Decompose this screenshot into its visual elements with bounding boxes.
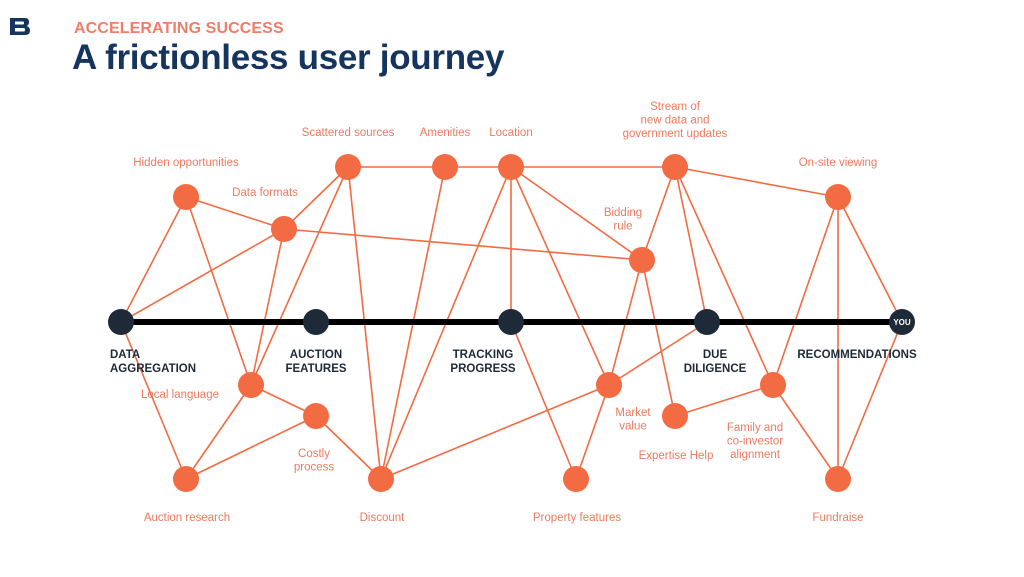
node-label-auction-research: Auction research: [144, 512, 230, 524]
stage-label-data-aggregation: DATA: [110, 349, 140, 361]
edge-location-to-market-value: [510, 166, 610, 386]
node-costly-process[interactable]: [303, 403, 329, 429]
node-label-data-formats: Data formats: [232, 187, 298, 199]
edge-tracking-progress-to-property-features: [510, 321, 577, 480]
node-label-stream: Stream of: [650, 101, 701, 113]
edge-data-aggregation-to-data-formats: [120, 228, 285, 323]
stage-label-due-diligence: DILIGENCE: [684, 363, 747, 375]
node-label-fundraise: Fundraise: [812, 512, 863, 524]
stage-node-data-aggregation[interactable]: [108, 309, 134, 335]
edge-data-formats-to-local-language: [250, 228, 285, 386]
node-label-bidding-rule: rule: [613, 221, 632, 233]
edge-data-formats-to-scattered-sources: [283, 166, 349, 230]
stage-label-tracking-progress: TRACKING: [453, 349, 514, 361]
edge-discount-to-market-value: [380, 384, 610, 480]
stage-label-you: RECOMMENDATIONS: [797, 349, 917, 361]
edge-market-value-to-property-features: [575, 384, 610, 480]
node-label-bidding-rule: Bidding: [604, 207, 642, 219]
edge-bidding-rule-to-expertise-help: [641, 259, 676, 417]
edge-you-to-fundraise: [837, 321, 903, 480]
edge-on-site-viewing-to-family-alignment: [772, 196, 839, 386]
edge-scattered-sources-to-local-language: [250, 166, 349, 386]
node-bidding-rule[interactable]: [629, 247, 655, 273]
node-label-local-language: Local language: [141, 389, 219, 401]
edge-data-formats-to-bidding-rule: [283, 228, 643, 261]
stage-label-due-diligence: DUE: [703, 349, 728, 361]
edge-stream-to-on-site-viewing: [674, 166, 839, 198]
you-badge-label: YOU: [893, 318, 911, 327]
edge-stream-to-due-diligence: [674, 166, 708, 323]
edges-layer: [120, 166, 903, 480]
node-label-discount: Discount: [360, 512, 406, 524]
node-label-costly-process: process: [294, 462, 335, 474]
edge-local-language-to-auction-research: [185, 384, 252, 480]
section-eyebrow: ACCELERATING SUCCESS: [74, 20, 284, 37]
node-label-market-value: value: [619, 421, 647, 433]
stage-node-tracking-progress[interactable]: [498, 309, 524, 335]
node-label-stream: government updates: [623, 128, 728, 140]
edge-data-aggregation-to-auction-research: [120, 321, 187, 480]
node-fundraise[interactable]: [825, 466, 851, 492]
node-label-scattered-sources: Scattered sources: [302, 127, 395, 139]
labels-layer: DATA AGGREGATION AUCTION FEATURES TRACKING PR…: [110, 101, 917, 524]
edge-on-site-viewing-to-you: [837, 196, 903, 323]
node-local-language[interactable]: [238, 372, 264, 398]
node-location[interactable]: [498, 154, 524, 180]
edge-expertise-help-to-family-alignment: [674, 384, 774, 417]
node-label-family-alignment: co-investor: [727, 436, 783, 448]
edge-family-alignment-to-fundraise: [772, 384, 839, 480]
stage-node-you[interactable]: [889, 309, 915, 335]
edge-market-value-to-due-diligence: [608, 321, 708, 386]
edge-costly-process-to-discount: [315, 415, 382, 480]
node-market-value[interactable]: [596, 372, 622, 398]
node-auction-research[interactable]: [173, 466, 199, 492]
node-label-expertise-help: Expertise Help: [639, 450, 714, 462]
node-amenities[interactable]: [432, 154, 458, 180]
node-label-location: Location: [489, 127, 532, 139]
node-stream[interactable]: [662, 154, 688, 180]
node-family-alignment[interactable]: [760, 372, 786, 398]
edge-costly-process-to-auction-research: [185, 415, 317, 480]
node-label-on-site-viewing: On-site viewing: [799, 157, 878, 169]
stage-label-tracking-progress: PROGRESS: [450, 363, 516, 375]
edge-location-to-bidding-rule: [510, 166, 643, 261]
node-property-features[interactable]: [563, 466, 589, 492]
stage-node-due-diligence[interactable]: [694, 309, 720, 335]
node-discount[interactable]: [368, 466, 394, 492]
stage-label-data-aggregation: AGGREGATION: [110, 363, 196, 375]
edge-hidden-opportunities-to-local-language: [185, 196, 252, 386]
edge-data-aggregation-to-hidden-opportunities: [120, 196, 187, 323]
node-on-site-viewing[interactable]: [825, 184, 851, 210]
stage-node-auction-features[interactable]: [303, 309, 329, 335]
node-label-hidden-opportunities: Hidden opportunities: [133, 157, 239, 169]
edge-stream-to-bidding-rule: [641, 166, 676, 261]
node-expertise-help[interactable]: [662, 403, 688, 429]
edge-hidden-opportunities-to-data-formats: [185, 196, 285, 230]
nodes-layer: YOU: [108, 154, 915, 492]
node-label-property-features: Property features: [533, 512, 621, 524]
node-label-family-alignment: alignment: [730, 449, 781, 461]
node-label-stream: new data and: [640, 115, 709, 127]
node-label-amenities: Amenities: [420, 127, 471, 139]
stage-label-auction-features: FEATURES: [285, 363, 346, 375]
node-scattered-sources[interactable]: [335, 154, 361, 180]
node-data-formats[interactable]: [271, 216, 297, 242]
node-label-market-value: Market: [615, 407, 651, 419]
stage-label-auction-features: AUCTION: [290, 349, 342, 361]
node-label-costly-process: Costly: [298, 448, 330, 460]
node-label-family-alignment: Family and: [727, 422, 783, 434]
edge-stream-to-family-alignment: [674, 166, 774, 386]
page-title: A frictionless user journey: [72, 38, 505, 77]
node-hidden-opportunities[interactable]: [173, 184, 199, 210]
brand-logo-icon: [10, 18, 30, 35]
